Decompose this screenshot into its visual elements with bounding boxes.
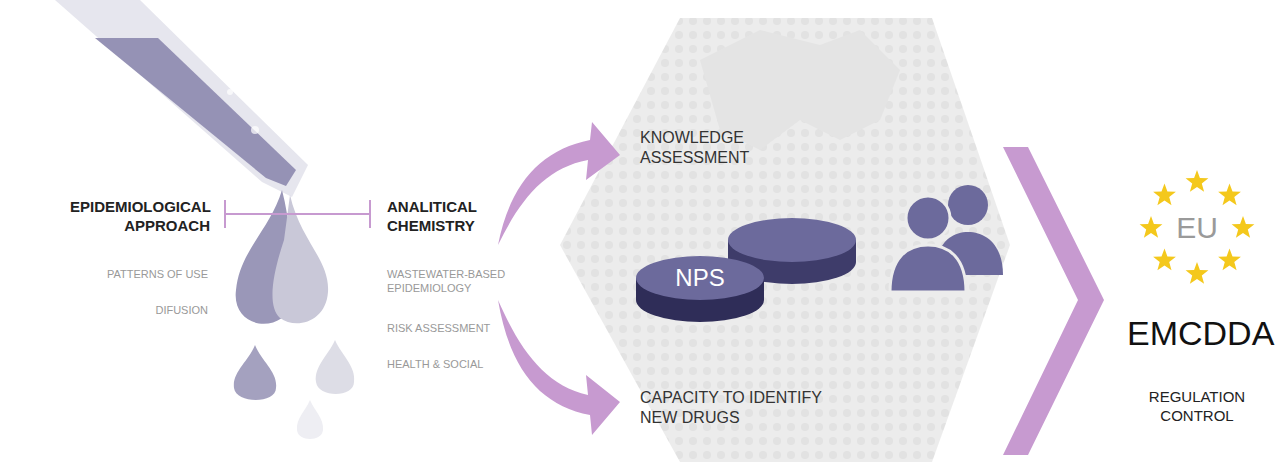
star bbox=[1153, 249, 1176, 271]
node-text: EU bbox=[1176, 211, 1218, 245]
label: ANALITICAL CHEMISTRY bbox=[387, 198, 502, 236]
label: WASTEWATER-BASED EPIDEMIOLOGY bbox=[387, 268, 507, 296]
label: DIFUSION bbox=[88, 304, 208, 318]
label: CAPACITY TO IDENTIFY NEW DRUGS bbox=[640, 388, 860, 428]
people-icon bbox=[890, 185, 1003, 292]
curved-arrow bbox=[498, 300, 620, 435]
label: RISK ASSESSMENT bbox=[387, 322, 507, 336]
label: HEALTH & SOCIAL bbox=[387, 358, 507, 372]
europe-map bbox=[560, 18, 1010, 462]
star bbox=[1140, 216, 1163, 238]
drop bbox=[316, 340, 354, 394]
bracket bbox=[369, 200, 371, 228]
drop bbox=[297, 400, 323, 439]
star bbox=[1153, 184, 1176, 206]
disc bbox=[728, 218, 856, 262]
node-text: NPS bbox=[675, 264, 724, 292]
pipette-liquid bbox=[95, 38, 296, 186]
bracket bbox=[224, 200, 226, 228]
label: EMCDDA bbox=[1127, 312, 1274, 355]
disc-label: NPS bbox=[645, 258, 755, 298]
curved-arrow bbox=[498, 122, 620, 245]
eu-circle: EU bbox=[1162, 203, 1232, 253]
bracket bbox=[225, 213, 370, 215]
star bbox=[1186, 170, 1209, 192]
star bbox=[1186, 262, 1209, 284]
star bbox=[1232, 216, 1255, 238]
pipette-glass bbox=[55, 0, 308, 197]
label: KNOWLEDGE ASSESSMENT bbox=[640, 128, 775, 168]
disc bbox=[636, 256, 764, 300]
chevron-arrow bbox=[1003, 147, 1104, 455]
label: REGULATION CONTROL bbox=[1137, 388, 1257, 426]
label: EPIDEMIOLOGICAL APPROACH bbox=[70, 198, 210, 236]
drop bbox=[234, 345, 276, 400]
star bbox=[1218, 184, 1241, 206]
label: PATTERNS OF USE bbox=[88, 268, 208, 282]
eu-stars bbox=[1140, 170, 1255, 284]
star bbox=[1218, 249, 1241, 271]
